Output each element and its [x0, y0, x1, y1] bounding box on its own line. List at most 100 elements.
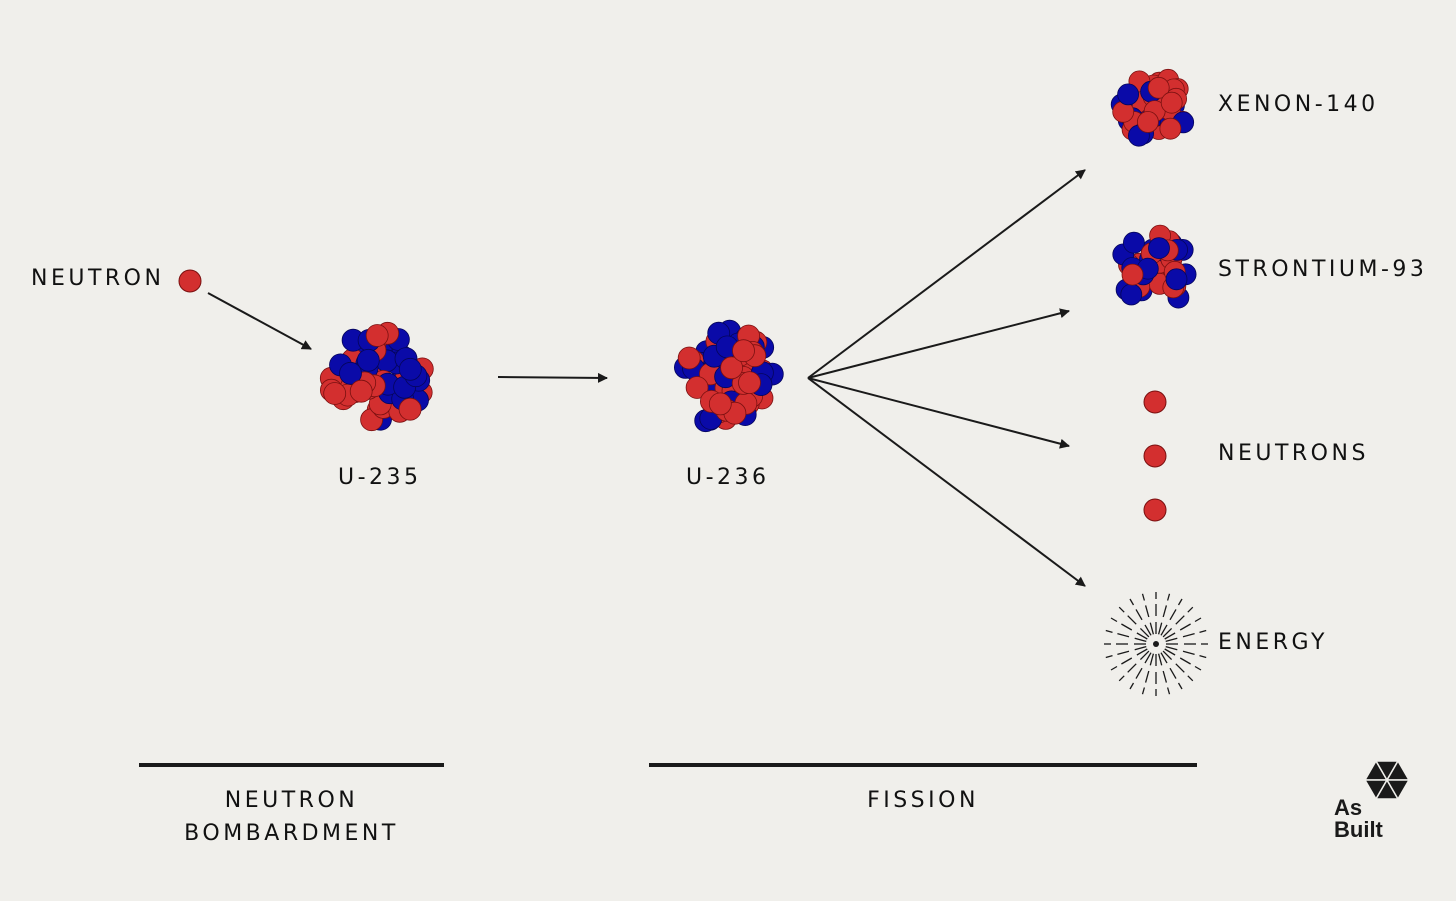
proton-particle — [349, 379, 373, 403]
proton-particle — [1160, 91, 1183, 114]
energy-ray — [1118, 675, 1125, 682]
strontium-93-nucleus — [1112, 224, 1197, 309]
energy-ray — [1169, 609, 1177, 621]
energy-ray — [1127, 615, 1137, 625]
energy-ray — [1121, 657, 1133, 665]
energy-ray — [1157, 622, 1163, 635]
energy-ray — [1162, 650, 1173, 661]
energy-ray — [1157, 653, 1163, 666]
energy-ray — [1199, 629, 1207, 634]
energy-ray — [1134, 645, 1147, 651]
proton-particle — [323, 382, 347, 405]
strontium-93-label: STRONTIUM-93 — [1218, 257, 1428, 282]
energy-ray — [1177, 682, 1183, 690]
arrow-u235-to-u236 — [497, 372, 608, 383]
energy-ray — [1166, 687, 1171, 695]
u236-nucleus — [674, 319, 784, 433]
energy-ray — [1118, 606, 1125, 613]
brand-name-line1: As — [1334, 795, 1363, 820]
proton-particle — [708, 392, 732, 416]
u236-label: U-236 — [686, 465, 770, 490]
energy-burst-icon — [1104, 592, 1208, 696]
energy-ray — [1149, 653, 1155, 666]
neutron-particle — [1117, 83, 1139, 106]
incoming-neutron — [178, 269, 202, 293]
bombardment-label-line1: NEUTRON — [224, 788, 359, 813]
proton-particle — [732, 339, 755, 363]
proton-particle — [720, 356, 743, 380]
neutron-particle — [1148, 237, 1170, 260]
arrow-to-energy — [807, 377, 1086, 587]
arrow-to-neutrons — [807, 377, 1070, 449]
proton-particle — [685, 376, 709, 399]
neutron-particle — [339, 361, 362, 385]
energy-ray — [1160, 652, 1168, 664]
energy-ray — [1110, 665, 1118, 671]
energy-ray — [1105, 654, 1113, 659]
xenon-140-nucleus — [1110, 68, 1195, 147]
energy-ray — [1121, 623, 1133, 631]
energy-ray — [1135, 609, 1143, 621]
energy-ray — [1165, 637, 1178, 643]
energy-ray — [1117, 650, 1130, 656]
energy-ray — [1162, 627, 1173, 638]
energy-ray — [1175, 663, 1185, 673]
neutron-particle — [356, 348, 380, 372]
released-neutron — [1143, 390, 1167, 414]
fission-section-rule — [649, 763, 1197, 767]
energy-ray — [1165, 645, 1178, 651]
energy-ray — [1129, 598, 1135, 606]
energy-ray — [1117, 632, 1130, 638]
energy-ray — [1177, 598, 1183, 606]
energy-ray — [1144, 652, 1152, 664]
energy-ray — [1179, 623, 1191, 631]
neutron-particle — [398, 357, 422, 381]
energy-ray — [1134, 637, 1147, 643]
arrow-neutron-to-u235 — [207, 292, 312, 350]
energy-ray — [1144, 605, 1150, 618]
energy-ray — [1110, 617, 1118, 623]
logo-triangle — [1385, 779, 1411, 801]
as-built-logo-icon — [1363, 759, 1411, 801]
energy-ray — [1187, 606, 1194, 613]
released-neutron — [1143, 498, 1167, 522]
bombardment-section-rule — [139, 763, 444, 767]
released-neutron — [1143, 444, 1167, 468]
neutron-particle — [1120, 283, 1143, 306]
energy-ray — [1187, 675, 1194, 682]
energy-ray — [1179, 657, 1191, 665]
arrow-to-strontium — [807, 308, 1070, 379]
energy-ray — [1164, 632, 1176, 640]
proton-particle — [398, 397, 422, 421]
bombardment-section-label: NEUTRON BOMBARDMENT — [139, 784, 444, 850]
u235-label: U-235 — [338, 465, 422, 490]
energy-ray — [1194, 617, 1202, 623]
energy-ray — [1136, 632, 1148, 640]
bombardment-label-line2: BOMBARDMENT — [184, 821, 399, 846]
proton-particle — [1147, 76, 1170, 99]
energy-ray — [1182, 650, 1195, 656]
energy-ray — [1149, 622, 1155, 635]
brand-name-line2: Built — [1334, 817, 1383, 842]
neutron-label: NEUTRON — [31, 266, 165, 291]
energy-ray — [1194, 665, 1202, 671]
proton-particle — [1137, 111, 1159, 133]
proton-particle — [1121, 263, 1144, 286]
proton-particle — [1159, 117, 1182, 140]
u235-nucleus — [319, 321, 434, 432]
energy-ray — [1182, 632, 1195, 638]
neutron-particle — [1165, 268, 1188, 291]
fission-section-label: FISSION — [867, 788, 979, 813]
energy-ray — [1136, 648, 1148, 656]
energy-ray — [1169, 667, 1177, 679]
energy-label: ENERGY — [1218, 630, 1328, 655]
energy-ray — [1160, 624, 1168, 636]
xenon-140-label: XENON-140 — [1218, 92, 1379, 117]
proton-particle — [738, 371, 761, 395]
neutron-particle — [1123, 231, 1145, 254]
proton-particle — [677, 346, 701, 370]
energy-ray — [1105, 629, 1113, 634]
energy-ray — [1199, 654, 1207, 659]
energy-ray — [1127, 663, 1137, 673]
